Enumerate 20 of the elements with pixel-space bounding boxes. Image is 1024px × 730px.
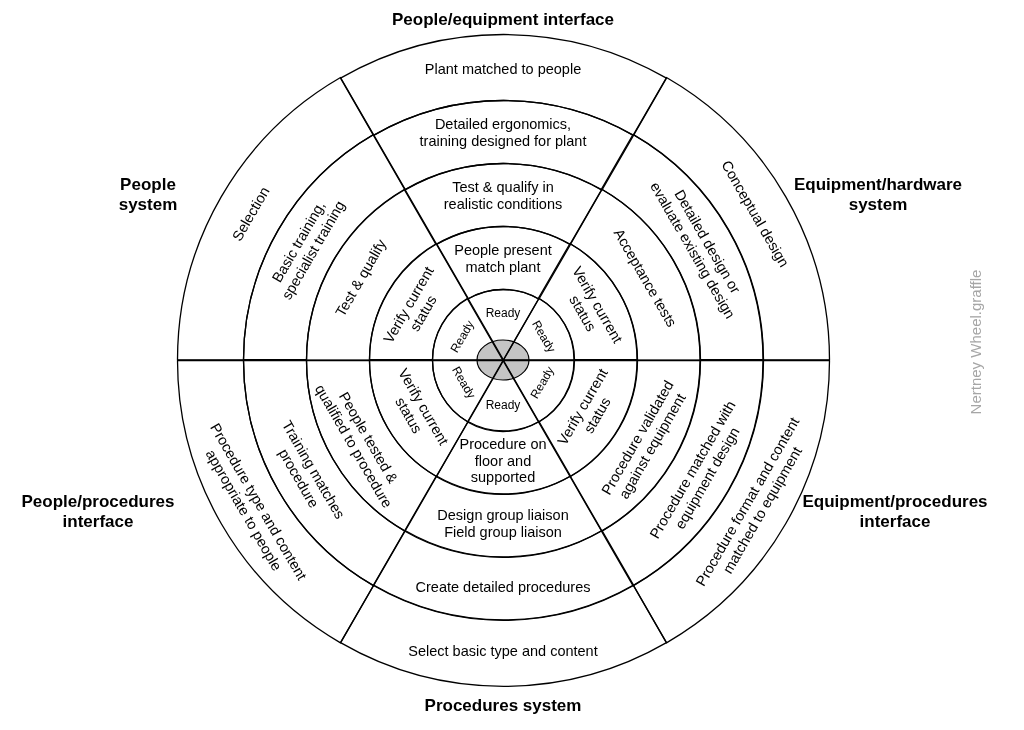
wheel-segment: [338, 583, 668, 688]
segment-label: Select basic type and content: [408, 642, 598, 660]
sector-heading: People system: [118, 174, 178, 216]
sector-heading: Procedures system: [424, 695, 582, 717]
segment-label: Ready: [485, 307, 521, 321]
sector-heading: Equipment/hardware system: [793, 174, 963, 216]
segment-label: Procedure on floor and supported: [459, 436, 547, 486]
side-note: Nertney Wheel.graffle: [966, 269, 984, 415]
segment-label: Create detailed procedures: [415, 578, 591, 596]
segment-label: Ready: [485, 399, 521, 413]
sector-heading: Equipment/procedures interface: [802, 491, 988, 533]
sector-heading: People/equipment interface: [392, 9, 614, 31]
segment-label: Test & qualify in realistic conditions: [443, 179, 563, 213]
sector-heading: People/procedures interface: [21, 491, 175, 533]
segment-label: Design group liaison Field group liaison: [437, 507, 569, 541]
wheel-segment: [403, 161, 603, 246]
hub-ellipse: [476, 339, 530, 381]
segment-label: Detailed ergonomics, training designed for plant: [419, 116, 587, 150]
segment-label: People present match plant: [454, 242, 552, 276]
segment-label: Plant matched to people: [424, 60, 582, 78]
